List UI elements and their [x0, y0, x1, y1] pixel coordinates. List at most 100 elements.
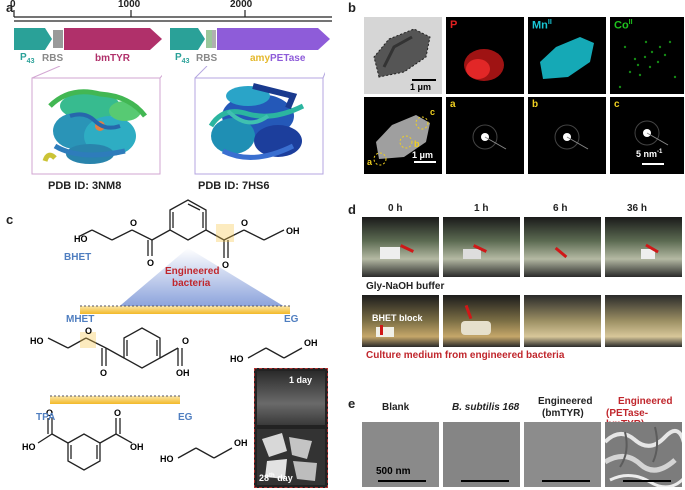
plasmid-map	[13, 10, 332, 50]
haadf-scale-label: 1 μm	[412, 150, 434, 160]
ruler-label-0: 0	[10, 0, 16, 10]
region-label-c: c	[430, 107, 436, 117]
sem-blank: 500 nm	[362, 422, 439, 487]
eg1-ho: HO	[230, 354, 244, 364]
cleavage-bar-1	[80, 306, 290, 314]
tpa-label: TPA	[36, 412, 56, 423]
day28-flakes	[262, 433, 317, 481]
saed-c: c 5 nm-1	[610, 97, 684, 174]
panel-d-label: d	[348, 202, 356, 217]
haadf-particle	[373, 115, 430, 166]
day28-photo	[257, 429, 325, 485]
mhet-oh: OH	[176, 368, 190, 378]
promoter-2-label: P43	[175, 52, 190, 65]
bhet-photos: 1 day 28th day	[254, 368, 328, 488]
medium-block-0h	[376, 327, 394, 337]
petase-label: amyPETase	[250, 53, 306, 64]
bacteria-label: bacteria	[172, 278, 211, 289]
eg-structure-1	[247, 347, 303, 359]
eg1-oh: OH	[304, 338, 318, 348]
tpa-o-2: O	[114, 408, 121, 418]
saed-b-label: b	[532, 99, 539, 110]
saed-b: b	[528, 97, 606, 174]
eds-map-p: P	[446, 17, 524, 94]
tpa-oh: OH	[130, 442, 144, 452]
buffer-photo-36h	[605, 217, 682, 277]
saed-b-pattern	[554, 124, 589, 150]
rbs-2-block	[206, 30, 212, 48]
bmtyr-label: bmTYR	[95, 53, 130, 64]
buffer-arrow-0h	[400, 244, 414, 253]
buffer-photo-1h	[443, 217, 520, 277]
signal-block	[212, 30, 216, 48]
pdb-label-petase: PDB ID: 7HS6	[198, 180, 270, 192]
day1-photo	[257, 371, 325, 425]
mhet-o-1: O	[85, 326, 92, 336]
bhet-o-3: O	[222, 260, 229, 270]
eds-p-label: P	[450, 19, 458, 31]
mhet-o-2: O	[100, 368, 107, 378]
haadf-image: a b c 1 μm	[364, 97, 442, 174]
bhet-structure	[79, 199, 285, 258]
petase-arrow	[217, 28, 330, 50]
protein-structure-petase	[194, 66, 325, 175]
eds-co-label: CoII	[614, 19, 633, 32]
region-label-a: a	[367, 157, 373, 167]
day28-label: 28th day	[259, 473, 293, 483]
eg2-label: EG	[178, 412, 193, 423]
rbs-1-block	[53, 30, 63, 48]
buffer-photo-6h	[524, 217, 601, 277]
time-label-0h: 0 h	[388, 203, 403, 214]
mhet-structure	[47, 327, 183, 369]
saed-a: a	[446, 97, 524, 174]
panel-e-label: e	[348, 396, 356, 411]
tpa-o-1: O	[46, 408, 53, 418]
panel-b-label: b	[348, 0, 356, 15]
buffer-arrow-6h	[554, 246, 568, 259]
eds-co-cloud	[618, 40, 677, 89]
bhet-ho-left: HO	[74, 234, 88, 244]
sample-label-petase-1: Engineered	[618, 396, 673, 407]
bhet-cleavage-highlight	[216, 224, 234, 242]
rbs-2-label: RBS	[196, 53, 218, 64]
saed-scale-label: 5 nm-1	[636, 149, 663, 159]
sample-label-blank: Blank	[382, 402, 410, 413]
buffer-photo-0h	[362, 217, 439, 277]
medium-photo-6h	[524, 295, 601, 347]
sem-bmtyr-scale-bar	[542, 480, 590, 482]
bhet-oh-right: OH	[286, 226, 300, 236]
saed-c-label: c	[614, 99, 620, 110]
pdb-label-bmtyr: PDB ID: 3NM8	[48, 180, 122, 192]
medium-label: Culture medium from engineered bacteria	[366, 350, 565, 361]
engineered-label: Engineered	[165, 266, 220, 277]
saed-a-pattern	[472, 124, 507, 150]
medium-photo-1h	[443, 295, 520, 347]
ruler-label-2000: 2000	[230, 0, 253, 10]
panel-a-label: a	[6, 0, 14, 15]
tem-particle	[373, 28, 431, 78]
medium-arrow-1h	[464, 304, 473, 320]
mhet-label: MHET	[66, 314, 95, 325]
saed-scale-bar	[642, 163, 664, 165]
rbs-1-label: RBS	[42, 53, 64, 64]
block-label: BHET block	[372, 313, 423, 323]
tpa-structure	[37, 418, 133, 471]
sem-scale-label: 500 nm	[376, 466, 411, 477]
buffer-block-0h	[380, 247, 400, 259]
enzyme-triangle	[115, 248, 290, 310]
sem-scale-bar	[378, 480, 426, 482]
eg2-oh: OH	[234, 438, 248, 448]
eds-map-co: CoII	[610, 17, 684, 94]
eg-structure-2	[177, 447, 233, 459]
saed-a-label: a	[450, 99, 456, 110]
mhet-o-3: O	[182, 336, 189, 346]
haadf-scale-bar	[414, 161, 436, 163]
buffer-block-1h	[463, 249, 481, 259]
sample-label-bmtyr-1: Engineered	[538, 396, 593, 407]
promoter-1-label: P43	[20, 52, 35, 65]
bmtyr-arrow	[64, 28, 162, 50]
day1-label: 1 day	[289, 375, 313, 385]
sem-bsubtilis	[443, 422, 520, 487]
buffer-label: Gly-NaOH buffer	[366, 281, 445, 292]
ruler-label-1000: 1000	[118, 0, 141, 10]
